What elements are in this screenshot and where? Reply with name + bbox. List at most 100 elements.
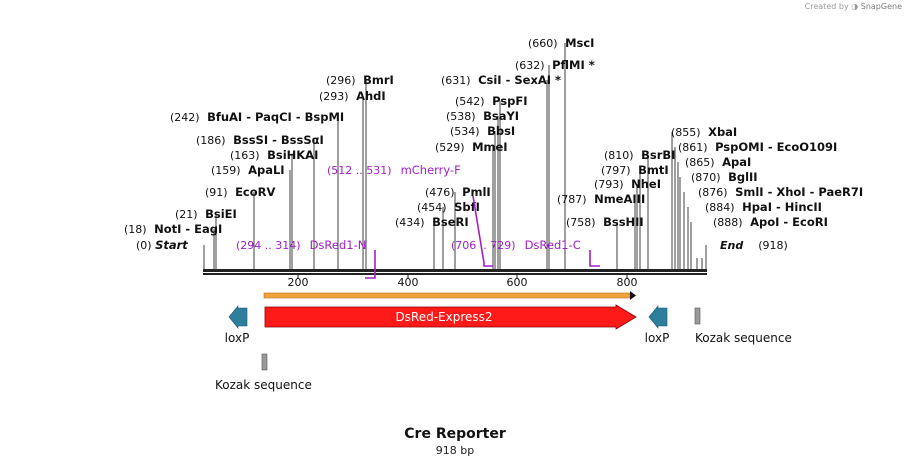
site-label: (18) NotI - EagI <box>124 222 222 236</box>
site-nmeaiii[interactable]: (787) NmeAIII <box>557 192 645 269</box>
primer-mark <box>472 195 493 267</box>
loxp-arrow-icon <box>228 305 248 329</box>
ruler-tick-label: 200 <box>288 276 309 289</box>
credit-prefix: Created by <box>804 2 849 11</box>
ruler-tick-label: 800 <box>617 276 638 289</box>
loxp-arrow-icon <box>648 305 668 329</box>
site-label: (797) BmtI <box>601 163 669 177</box>
site-bbsi[interactable]: (534) BbsI <box>450 124 515 269</box>
feature-loxp-2[interactable]: loxP <box>645 305 670 345</box>
feature-label: loxP <box>225 331 250 345</box>
feature-kozak-sequence-2[interactable]: Kozak sequence <box>215 353 312 392</box>
feature-loxp-1[interactable]: loxP <box>225 305 250 345</box>
site-apai[interactable]: (865) ApaI <box>677 155 751 269</box>
site-pspomi-ecoo109i[interactable]: (861) PspOMI - EcoO109I <box>674 140 837 269</box>
site-label: (476) PmlI <box>425 185 491 199</box>
site-apoi-ecori[interactable]: (888) ApoI - EcoRI <box>690 215 828 269</box>
site-pmli[interactable]: (476) PmlI <box>425 185 491 269</box>
site-mmei[interactable]: (529) MmeI <box>435 140 508 269</box>
site-smli-xhoi-paer7i[interactable]: (876) SmlI - XhoI - PaeR7I <box>683 185 863 269</box>
ruler-tick: 600 <box>507 275 528 289</box>
site-ahdi[interactable]: (293) AhdI <box>319 89 386 269</box>
site-xbai[interactable]: (855) XbaI <box>671 125 737 269</box>
site-label: (534) BbsI <box>450 124 515 138</box>
site-nhei[interactable]: (793) NheI <box>594 177 661 269</box>
site-label: (21) BsiEI <box>175 207 237 221</box>
kozak-box <box>694 307 701 325</box>
feature-label: loxP <box>645 331 670 345</box>
credit-brand: SnapGene <box>860 2 902 11</box>
site-label: (884) HpaI - HincII <box>705 200 822 214</box>
site-bseri[interactable]: (434) BseRI <box>395 215 469 269</box>
site-sbfi[interactable]: (454) SbfI <box>417 200 480 269</box>
site-label: (631) CsiI - SexAI * <box>441 73 561 87</box>
site-end[interactable]: End(918) <box>705 239 788 269</box>
site-label: (758) BssHII <box>566 215 644 229</box>
feature-label: DsRed-Express2 <box>395 310 492 324</box>
site-label: (293) AhdI <box>319 89 386 103</box>
ruler-tick: 800 <box>617 275 638 289</box>
site-label: (861) PspOMI - EcoO109I <box>678 140 837 154</box>
primer-dsred1-n[interactable]: (294 .. 314)DsRed1-N <box>236 238 376 279</box>
ruler-tick-label: 400 <box>398 276 419 289</box>
primer-label: (706 .. 729)DsRed1-C <box>451 238 581 252</box>
primer-mcherry-f[interactable]: (512 .. 531)mCherry-F <box>327 163 493 267</box>
feature-kozak-sequence-1[interactable]: Kozak sequence <box>694 307 792 345</box>
site-label: (876) SmlI - XhoI - PaeR7I <box>698 185 863 199</box>
site-bfuai-paqci-bspmi[interactable]: (242) BfuAI - PaqCI - BspMI <box>170 110 344 269</box>
feature-label: Kozak sequence <box>215 378 312 392</box>
primer-label: (294 .. 314)DsRed1-N <box>236 238 366 252</box>
site-label: (0) Start <box>136 238 188 252</box>
site-label: (242) BfuAI - PaqCI - BspMI <box>170 110 344 124</box>
orf-arrow[interactable] <box>263 291 636 300</box>
site-label: (870) BglII <box>691 170 758 184</box>
site-start[interactable]: (0) Start <box>136 238 205 269</box>
site-label: (810) BsrBI <box>604 148 675 162</box>
site-apali[interactable]: (159) ApaLI <box>211 163 291 269</box>
site-label: (660) MscI <box>528 36 594 50</box>
site-pspfi[interactable]: (542) PspFI <box>455 94 528 269</box>
site-bsiei[interactable]: (21) BsiEI <box>175 207 237 269</box>
site-ecorv[interactable]: (91) EcoRV <box>205 185 276 269</box>
site-label: (296) BmrI <box>326 73 394 87</box>
site-bsayi[interactable]: (538) BsaYI <box>446 109 519 269</box>
map-length: 918 bp <box>435 444 475 457</box>
map-title: Cre Reporter <box>404 426 506 442</box>
ruler-tick: 400 <box>398 275 419 289</box>
site-label: (454) SbfI <box>417 200 480 214</box>
site-bsshii[interactable]: (758) BssHII <box>566 215 644 269</box>
site-label: (855) XbaI <box>671 125 737 139</box>
site-bglii[interactable]: (870) BglII <box>679 170 758 269</box>
site-label: (888) ApoI - EcoRI <box>713 215 828 229</box>
site-label: (632) PflMI * <box>515 58 595 72</box>
ruler-tick-label: 600 <box>507 276 528 289</box>
site-label: End(918) <box>720 239 788 252</box>
site-bmri[interactable]: (296) BmrI <box>326 73 394 269</box>
site-noti-eagi[interactable]: (18) NotI - EagI <box>124 222 222 269</box>
site-label: (865) ApaI <box>685 155 751 169</box>
site-bsihkai[interactable]: (163) BsiHKAI <box>230 148 318 269</box>
site-label: (793) NheI <box>594 177 661 191</box>
site-pflmi[interactable]: (632) PflMI * <box>515 58 595 269</box>
feature-dsred-express2[interactable]: DsRed-Express2 <box>264 304 637 330</box>
kozak-box <box>261 353 268 371</box>
site-label: (186) BssSI - BssSαI <box>196 133 324 147</box>
site-csii-sexai[interactable]: (631) CsiI - SexAI * <box>441 73 561 269</box>
ruler-tick: 200 <box>288 275 309 289</box>
site-hpai-hincii[interactable]: (884) HpaI - HincII <box>687 200 822 269</box>
site-label: (542) PspFI <box>455 94 528 108</box>
site-bsrbi[interactable]: (810) BsrBI <box>604 148 675 269</box>
site-bsssi-bsss-i[interactable]: (186) BssSI - BssSαI <box>196 133 324 269</box>
primer-mark <box>589 250 600 267</box>
primer-dsred1-c[interactable]: (706 .. 729)DsRed1-C <box>451 238 600 267</box>
site-msci[interactable]: (660) MscI <box>528 36 594 269</box>
backbone-bottom-strand <box>203 273 707 275</box>
primer-label: (512 .. 531)mCherry-F <box>327 163 461 177</box>
site-label: (529) MmeI <box>435 140 508 154</box>
primer-mark <box>365 250 376 279</box>
site-bmti[interactable]: (797) BmtI <box>601 163 669 269</box>
site-label: (91) EcoRV <box>205 185 276 199</box>
site-label: (159) ApaLI <box>211 163 285 177</box>
snapgene-logo-icon: ◑ <box>851 2 859 11</box>
